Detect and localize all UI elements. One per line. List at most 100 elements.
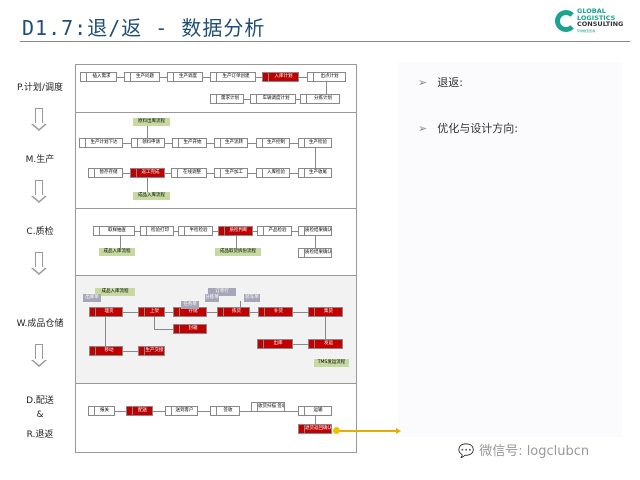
arrowhead-icon [396, 428, 401, 434]
process-node[interactable]: 暂存存储 [88, 168, 123, 178]
process-node[interactable]: 送到客户 [165, 406, 198, 416]
process-tag[interactable]: 成品入库流程 [99, 248, 135, 256]
process-node[interactable]: 补货 [258, 307, 293, 317]
process-node[interactable]: 产品检验 [257, 226, 292, 236]
connector-line [299, 77, 307, 78]
stage-label-manufacture: M.生产 [25, 155, 55, 165]
process-node[interactable]: 拣货 [217, 307, 250, 317]
process-tag[interactable]: 订单行 [208, 288, 236, 296]
process-tag[interactable]: 任务单 [181, 301, 199, 309]
connector-line [147, 178, 148, 192]
connector-line [120, 236, 121, 248]
process-node[interactable]: 封箱 [173, 324, 207, 334]
callout-dot [333, 427, 340, 434]
process-node[interactable]: 车辆调度计划 [250, 94, 296, 104]
process-node[interactable]: 生产计划下达 [79, 138, 123, 148]
process-node[interactable]: 生产调度 [167, 72, 203, 82]
connector-line [325, 317, 326, 339]
process-node[interactable]: 生产开始 [172, 138, 207, 148]
process-node[interactable]: 收货扫描 签收发运 [251, 402, 285, 412]
process-tag[interactable]: 成品入库流程 [133, 192, 170, 200]
connector-line [315, 236, 316, 248]
process-tag[interactable]: 装车单 [244, 294, 260, 302]
stage-label-delivery: D.配送 [26, 396, 54, 406]
notes-panel [398, 62, 622, 437]
logo-g-icon [555, 10, 577, 32]
connector-line [123, 173, 130, 174]
process-node[interactable]: 出库 [257, 339, 293, 349]
process-node[interactable]: 质检结果确认 [298, 226, 332, 236]
process-node[interactable]: 生产问题 [124, 72, 160, 82]
process-node[interactable]: 需求计划 [210, 94, 244, 104]
connector-line [213, 231, 218, 232]
process-tag[interactable]: 出库单 [83, 294, 101, 302]
bullet-optimization: ➢优化与设计方向: [418, 120, 518, 136]
connector-line [105, 317, 106, 346]
process-tag[interactable]: 原料出库流程 [133, 118, 170, 126]
connector-line [207, 312, 217, 313]
process-node[interactable]: 检验打印 [140, 226, 174, 236]
process-tag[interactable]: 成品取货拆份流程 [215, 248, 261, 256]
connector-line [244, 99, 250, 100]
connector-line [123, 312, 138, 313]
stage-label-return: R.退返 [26, 430, 54, 440]
process-node[interactable]: 分拣计划 [300, 94, 340, 104]
process-node[interactable]: 生产加工 [214, 168, 248, 178]
connector-line [292, 231, 298, 232]
connector-line [253, 231, 257, 232]
process-node[interactable]: 质检判断 [218, 226, 253, 236]
connector-line [123, 351, 138, 352]
process-tag[interactable]: 分拣单 [205, 294, 219, 302]
process-node[interactable]: 生产控制 [256, 138, 290, 148]
process-node[interactable]: 运输 [298, 406, 332, 416]
connector-line [240, 411, 251, 412]
bullet-text: 退返: [437, 76, 463, 89]
process-node[interactable]: 生产流转 [214, 138, 248, 148]
stage-label-and: & [36, 410, 44, 420]
bullet-text: 优化与设计方向: [437, 122, 518, 135]
process-tag[interactable]: TMS发运流程 [314, 359, 349, 367]
bullet-returns: ➢退返: [418, 74, 463, 90]
process-tag[interactable]: 成品入库流程 [95, 288, 135, 296]
page-title: D1.7:退/返 - 数据分析 [22, 16, 266, 40]
process-node[interactable]: 半检检验 [178, 226, 213, 236]
process-node[interactable]: 在线调整 [171, 168, 207, 178]
process-node[interactable]: 集货 [308, 307, 343, 317]
section-quality [75, 208, 357, 276]
down-arrow-icon [31, 344, 47, 367]
logo-text: GLOBAL [577, 7, 606, 15]
connector-line [165, 312, 173, 313]
section-delivery [75, 383, 357, 453]
connector-line [154, 317, 155, 329]
process-node[interactable]: 入库计划 [262, 72, 299, 82]
connector-line [123, 143, 131, 144]
process-node[interactable]: 生产交接 [138, 346, 165, 356]
stage-label-warehouse: W.成品仓储 [16, 319, 64, 329]
process-node[interactable]: 理货 [89, 307, 123, 317]
process-node[interactable]: 报关 [88, 406, 115, 416]
process-node[interactable]: 生产收尾 [298, 168, 332, 178]
process-node[interactable]: 插入需求 [80, 72, 117, 82]
connector-line [207, 173, 214, 174]
process-node[interactable]: 质检结果确认 [298, 248, 332, 258]
process-node[interactable]: 配送 [126, 406, 153, 416]
process-node[interactable]: 取样抽查 [93, 226, 135, 236]
connector-line [236, 236, 237, 248]
connector-line [296, 99, 300, 100]
process-node[interactable]: 退货返回确认 [298, 424, 332, 434]
title-divider [20, 41, 630, 42]
process-node[interactable]: 移动 [89, 346, 123, 356]
process-node[interactable]: 签收 [210, 406, 240, 416]
stage-label-plan: P.计划/调度 [17, 83, 63, 93]
process-node[interactable]: 领料申请 [131, 138, 165, 148]
process-node[interactable]: 上架 [138, 307, 165, 317]
watermark-text: 微信号: logclubcn [479, 444, 590, 459]
process-node[interactable]: 返工完成 [130, 168, 165, 178]
process-node[interactable]: 生产订单创建 [210, 72, 256, 82]
connector-line [256, 77, 262, 78]
process-node[interactable]: 出点计划 [307, 72, 346, 82]
down-arrow-icon [31, 252, 47, 275]
process-node[interactable]: 入库检验 [256, 168, 290, 178]
process-node[interactable]: 发运 [308, 339, 343, 349]
process-node[interactable]: 生产检验 [298, 138, 332, 148]
